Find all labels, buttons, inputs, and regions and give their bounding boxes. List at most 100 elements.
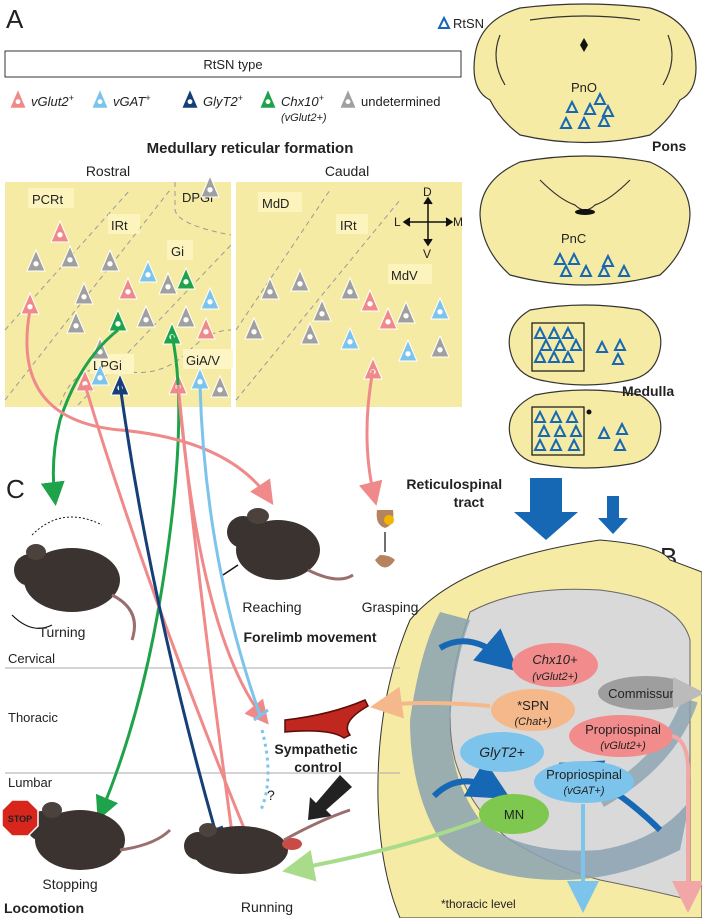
compass-v: V (423, 247, 431, 261)
ventral-horn-outline (410, 612, 690, 880)
mrf-neuron-24 (210, 374, 230, 398)
mn-node (479, 794, 549, 834)
propriospinal-glut-sublabel: (vGlut2+) (600, 740, 646, 752)
sympathetic-label: Sympathetic control (274, 741, 361, 775)
locomotion-label: Locomotion (4, 900, 84, 916)
rtsn-marker-13 (597, 263, 611, 277)
propriospinal-gat-sublabel: (vGAT+) (563, 785, 604, 797)
legend-label-0: vGlut2+ (31, 93, 74, 109)
mrf-neuron-28 (312, 298, 332, 322)
mrf-neuron-18 (176, 304, 196, 328)
mrf-neuron-5 (100, 248, 120, 272)
rtsn-marker-24 (595, 339, 609, 353)
mrf-neuron-26 (244, 316, 264, 340)
stopping-label: Stopping (42, 876, 97, 892)
chx10-node (512, 643, 598, 687)
rtsn-marker-22 (547, 349, 561, 363)
rtsn-marker-15 (533, 325, 547, 339)
reaching-label: Reaching (242, 599, 301, 615)
compass-l: L (394, 215, 401, 229)
mouse-stopping (27, 802, 172, 870)
rtsn-marker-19 (553, 337, 567, 351)
projection-sympathetic (176, 384, 269, 725)
compass (402, 196, 454, 247)
rtsn-marker-26 (611, 351, 625, 365)
sympathetic-arrow (308, 775, 352, 820)
blood-vessel (284, 699, 369, 739)
legend-marker-3 (258, 87, 278, 109)
region-gia-v: GiA/V (186, 353, 220, 368)
projection-reaching (25, 309, 274, 505)
mrf-neuron-33 (378, 306, 398, 330)
mrf-neuron-34 (396, 300, 416, 324)
rtsn-marker-12 (601, 253, 615, 267)
running-label: Running (241, 899, 293, 915)
projection-vgat-dotted (258, 729, 270, 813)
rtsn-marker-29 (565, 409, 579, 423)
rtsn-marker-6 (597, 113, 611, 127)
medulla-upper-section (508, 304, 662, 386)
legend-marker-0 (8, 87, 28, 109)
mrf-neuron-36 (398, 338, 418, 362)
footnote: *thoracic level (441, 897, 516, 911)
rtsn-marker-34 (549, 437, 563, 451)
mrf-neuron-27 (290, 268, 310, 292)
tract-label: Reticulospinal tract (406, 476, 506, 510)
rtsn-marker-23 (561, 349, 575, 363)
rtsn-marker-28 (549, 409, 563, 423)
mrf-neuron-17 (200, 174, 220, 198)
turning-label: Turning (39, 624, 86, 640)
rtsn-marker-25 (613, 337, 627, 351)
mrf-neuron-32 (340, 326, 360, 350)
panel-c-label: C (6, 474, 25, 504)
rtsn-marker-35 (567, 437, 581, 451)
legend-title: RtSN type (203, 57, 262, 72)
panel-a-label: A (6, 4, 24, 34)
tract-arrow-small (598, 496, 628, 534)
mrf-neuron-20 (90, 362, 110, 386)
spn-sublabel: (Chat+) (515, 716, 552, 728)
forelimb-label: Forelimb movement (243, 629, 376, 645)
legend-sub-3: (vGlut2+) (281, 112, 327, 124)
rtsn-marker-10 (559, 263, 573, 277)
mrf-neuron-6 (118, 276, 138, 300)
legend-sup-0: + (69, 93, 74, 103)
level-thoracic: Thoracic (8, 710, 58, 725)
mrf-neuron-25 (260, 276, 280, 300)
pnc-label: PnC (561, 231, 586, 246)
pons-caudal-section (479, 155, 691, 286)
question-mark: ? (267, 787, 275, 803)
rtsn-marker-17 (561, 325, 575, 339)
compass-d: D (423, 185, 432, 199)
rtsn-markers (437, 15, 631, 451)
medulla-lower-section (508, 389, 662, 469)
grasping-label: Grasping (362, 599, 419, 615)
rtsn-marker-32 (569, 423, 583, 437)
pons-label: Pons (652, 138, 686, 154)
stop-sign-label: STOP (8, 814, 32, 824)
legend-label-1: vGAT+ (113, 93, 151, 109)
rtsn-marker-16 (547, 325, 561, 339)
mrf-neuron-7 (138, 259, 158, 283)
legend-label-2: GlyT2+ (203, 93, 243, 109)
chx10-label: Chx10+ (532, 652, 578, 667)
projection-vgat (198, 384, 262, 716)
projection-turning (40, 328, 119, 506)
legend: vGlut2+vGAT+GlyT2+Chx10+(vGlut2+)undeter… (8, 87, 441, 124)
rtsn-marker-8 (553, 251, 567, 265)
legend-sup-1: + (145, 93, 150, 103)
brainstem-sections (473, 3, 697, 469)
caudal-label: Caudal (325, 163, 369, 179)
rtsn-marker-14 (617, 263, 631, 277)
spn-label: *SPN (517, 698, 549, 713)
rtsn-marker-27 (533, 409, 547, 423)
rtsn-marker-11 (579, 263, 593, 277)
stop-sign: STOP (1, 799, 39, 837)
mrf-neuron-37 (430, 334, 450, 358)
mrf-neuron-14 (196, 316, 216, 340)
mrf-neuron-2 (60, 244, 80, 268)
rtsn-marker-37 (615, 421, 629, 435)
rtsn-legend-label: RtSN (453, 16, 484, 31)
region-irt-caudal: IRt (340, 218, 357, 233)
